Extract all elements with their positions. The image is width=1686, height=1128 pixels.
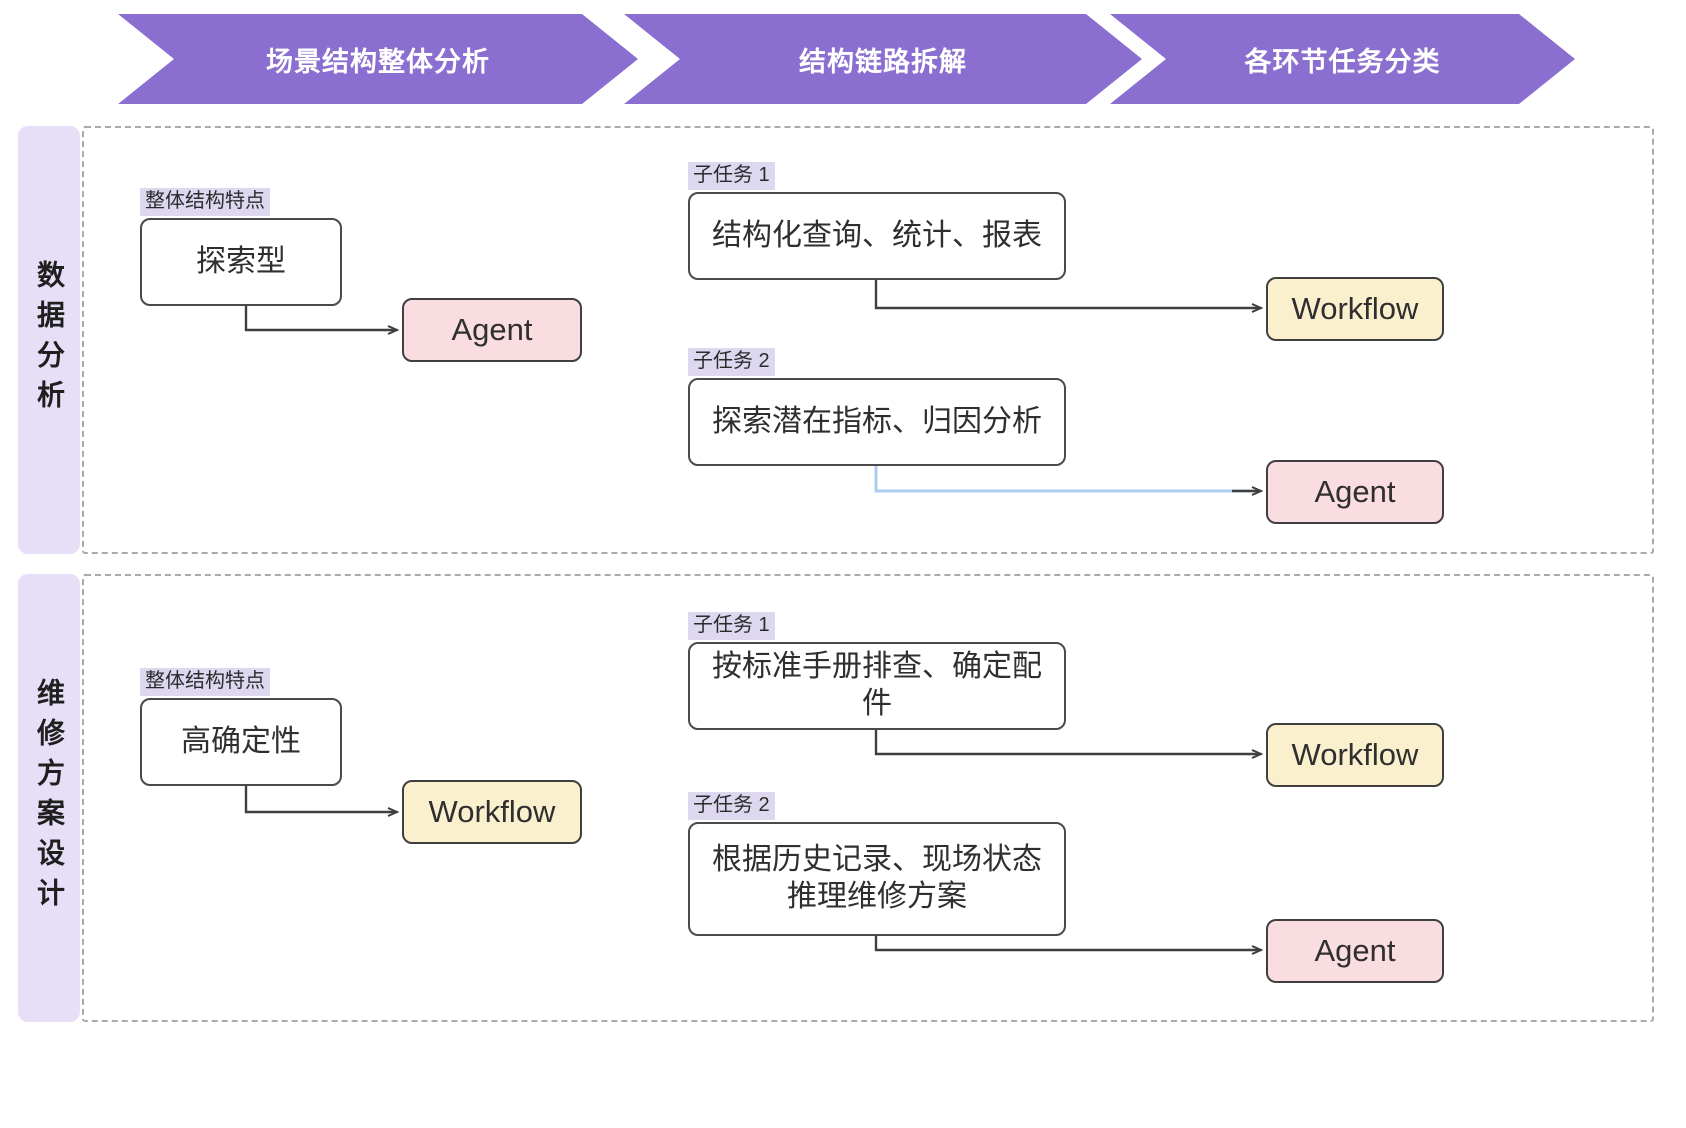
feature-box[interactable]: 高确定性 <box>140 698 342 786</box>
subtask-1-caption: 子任务 1 <box>688 612 775 640</box>
subtask-2-caption: 子任务 2 <box>688 348 775 376</box>
subtask-2-target-box[interactable]: Agent <box>1266 919 1444 983</box>
subtask-2-box[interactable]: 根据历史记录、现场状态推理维修方案 <box>688 822 1066 936</box>
banner-step-2[interactable]: 结构链路拆解 <box>624 14 1142 104</box>
row-side-tab-label: 数据分析 <box>34 260 65 420</box>
row-panel <box>82 126 1654 554</box>
subtask-1-target-box[interactable]: Workflow <box>1266 723 1444 787</box>
subtask-2-target-box[interactable]: Agent <box>1266 460 1444 524</box>
scenario-row-repair-plan: 维修方案设计 <box>18 574 1654 1022</box>
feature-caption: 整体结构特点 <box>140 188 270 216</box>
subtask-1-caption: 子任务 1 <box>688 162 775 190</box>
scenario-row-data-analysis: 数据分析 <box>18 126 1654 554</box>
feature-caption: 整体结构特点 <box>140 668 270 696</box>
banner-step-2-label: 结构链路拆解 <box>799 46 967 77</box>
row-panel <box>82 574 1654 1022</box>
subtask-2-caption: 子任务 2 <box>688 792 775 820</box>
banner-step-3[interactable]: 各环节任务分类 <box>1110 14 1575 104</box>
feature-target-box[interactable]: Workflow <box>402 780 582 844</box>
subtask-1-box[interactable]: 按标准手册排查、确定配件 <box>688 642 1066 730</box>
banner-step-3-label: 各环节任务分类 <box>1244 46 1441 77</box>
feature-box[interactable]: 探索型 <box>140 218 342 306</box>
feature-target-box[interactable]: Agent <box>402 298 582 362</box>
subtask-1-box[interactable]: 结构化查询、统计、报表 <box>688 192 1066 280</box>
banner-step-1[interactable]: 场景结构整体分析 <box>118 14 638 104</box>
row-side-tab-label: 维修方案设计 <box>34 678 65 918</box>
subtask-1-target-box[interactable]: Workflow <box>1266 277 1444 341</box>
row-side-tab-data-analysis: 数据分析 <box>18 126 80 554</box>
subtask-2-box[interactable]: 探索潜在指标、归因分析 <box>688 378 1066 466</box>
row-side-tab-repair-plan: 维修方案设计 <box>18 574 80 1022</box>
banner-step-1-label: 场景结构整体分析 <box>266 46 490 77</box>
process-banner: 场景结构整体分析 结构链路拆解 各环节任务分类 <box>0 0 1686 118</box>
